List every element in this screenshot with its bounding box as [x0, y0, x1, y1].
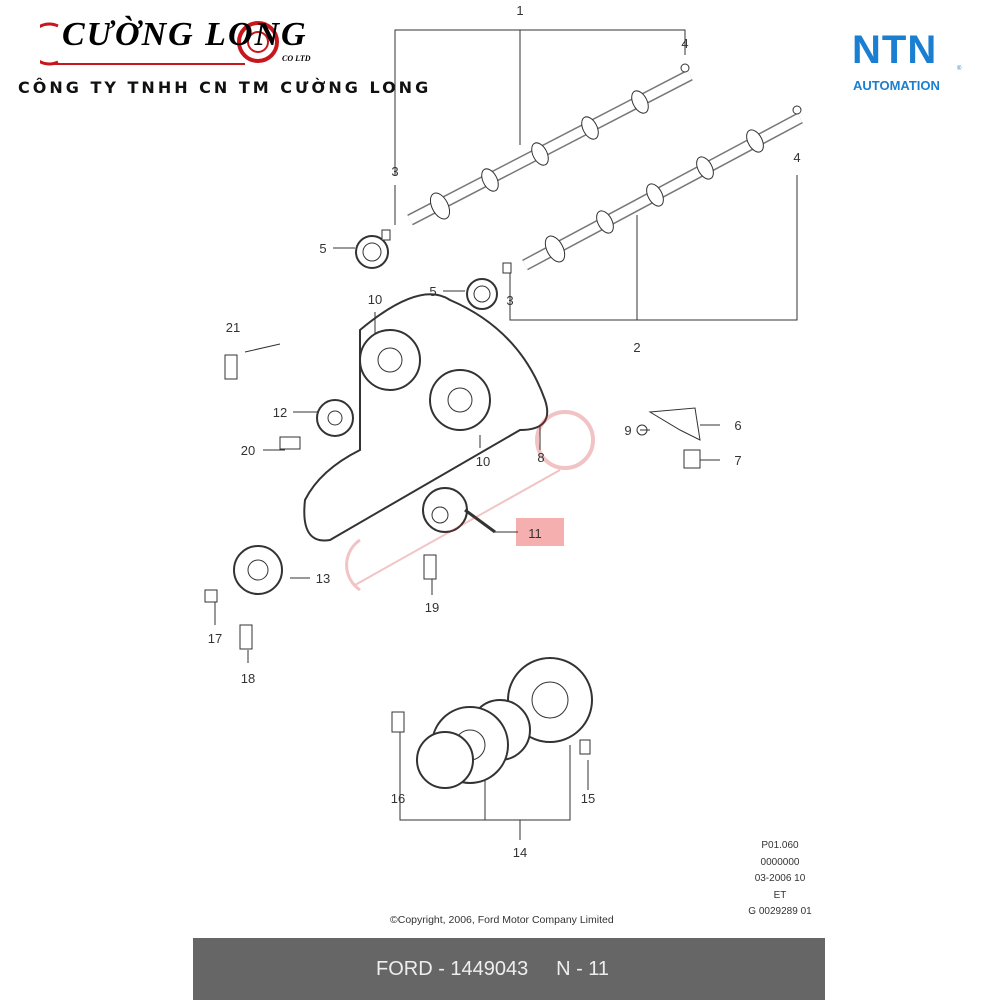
callout-5: 5 — [319, 241, 326, 256]
callout-2: 2 — [633, 340, 640, 355]
callout-10: 10 — [368, 292, 382, 307]
callout-4: 4 — [681, 36, 688, 51]
drawing-reference-block: P01.060 0000000 03-2006 10 ET G 0029289 … — [735, 838, 825, 921]
callout-15: 15 — [581, 791, 595, 806]
callout-13: 13 — [316, 571, 330, 586]
callout-8: 8 — [537, 450, 544, 465]
callout-19: 19 — [425, 600, 439, 615]
callout-5: 5 — [429, 284, 436, 299]
callout-3: 3 — [506, 293, 513, 308]
ntn-subtext: AUTOMATION — [853, 78, 940, 93]
seal-5-lower — [466, 278, 498, 310]
callout-highlight — [516, 518, 564, 546]
bracket-6 — [636, 407, 701, 469]
logo-text: CƯỜNG LONG — [62, 16, 308, 53]
logo-subtext: CO LTD — [282, 54, 311, 63]
part-number-text: FORD - 1449043 N - 11 — [376, 958, 610, 980]
tensioner-11 — [422, 487, 496, 534]
seal-5-upper — [355, 235, 389, 269]
ref-line: 03-2006 10 — [754, 873, 806, 884]
callout-14: 14 — [513, 845, 527, 860]
ntn-logo: NTN — [852, 28, 938, 72]
callout-4: 4 — [793, 150, 800, 165]
ref-line: 0000000 — [760, 856, 800, 868]
timing-belt — [303, 293, 549, 542]
ref-line: ET — [773, 889, 787, 901]
ntn-registered: ® — [957, 66, 962, 72]
callout-16: 16 — [391, 791, 405, 806]
callout-11: 11 — [528, 526, 542, 541]
callout-17: 17 — [208, 631, 222, 646]
bolts — [204, 229, 512, 733]
callout-3: 3 — [391, 164, 398, 179]
idler-12 — [316, 399, 354, 437]
camshaft-upper — [407, 63, 693, 226]
callout-21: 21 — [226, 320, 240, 335]
callout-20: 20 — [241, 443, 255, 458]
camshaft-lower — [522, 105, 803, 271]
callout-7: 7 — [734, 453, 741, 468]
part-number-bar: FORD - 1449043 N - 11 — [193, 938, 825, 1000]
callout-12: 12 — [273, 405, 287, 420]
callout-9: 9 — [624, 423, 631, 438]
copyright: ©Copyright, 2006, Ford Motor Company Lim… — [390, 914, 614, 926]
callout-10: 10 — [476, 454, 490, 469]
sprocket-10-lower — [429, 369, 491, 431]
callout-18: 18 — [241, 671, 255, 686]
crank-sprocket-13 — [233, 545, 283, 595]
callout-6: 6 — [734, 418, 741, 433]
balance-gears — [416, 657, 593, 789]
ref-line: G 0029289 01 — [748, 906, 812, 917]
company-name: CÔNG TY TNHH CN TM CƯỜNG LONG — [18, 78, 432, 97]
sprocket-10-upper — [359, 329, 421, 391]
callout-1: 1 — [516, 3, 523, 18]
leader-lines — [214, 29, 798, 840]
ref-line: P01.060 — [761, 840, 799, 851]
bearing-logo-icon — [40, 21, 279, 66]
watermark — [345, 410, 595, 592]
